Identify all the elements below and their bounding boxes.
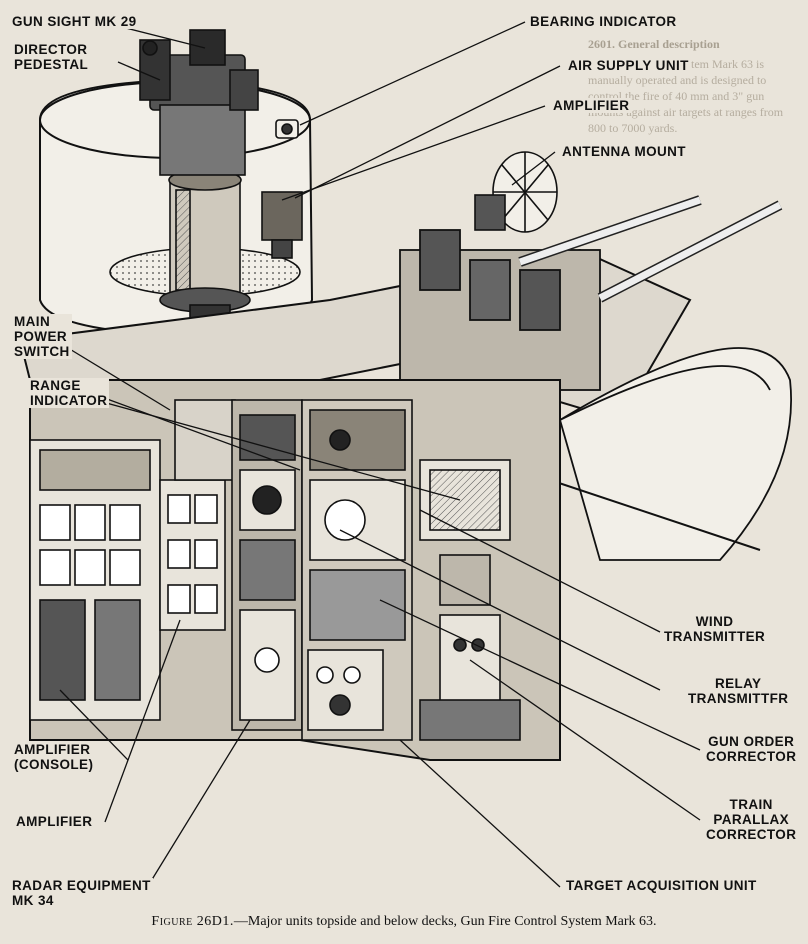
amplifier-console (29, 439, 161, 721)
label-range-indicator: RANGE INDICATOR (28, 378, 110, 408)
radar-equipment-rack (231, 399, 303, 731)
label-train-parallax-corrector: TRAIN PARALLAX CORRECTOR (704, 797, 799, 842)
label-director-pedestal: DIRECTOR PEDESTAL (12, 42, 91, 72)
electronics-stack (301, 399, 413, 741)
amplifier-panel (159, 399, 236, 631)
antenna-dish (474, 151, 558, 233)
label-amplifier-top: AMPLIFIER (551, 98, 632, 113)
label-relay-transmitter: RELAY TRANSMITTFR (686, 676, 791, 706)
gun-sight (139, 29, 259, 176)
background-text: 2601. General description Gun Fire Contr… (588, 36, 788, 136)
label-gun-sight: GUN SIGHT MK 29 (10, 14, 139, 29)
label-radar-equipment: RADAR EQUIPMENT MK 34 (10, 878, 153, 908)
caption-text: —Major units topside and below decks, Gu… (233, 914, 657, 929)
gun-mount (399, 195, 792, 561)
label-air-supply-unit: AIR SUPPLY UNIT (566, 58, 691, 73)
label-main-power-switch: MAIN POWER SWITCH (12, 314, 72, 359)
label-amplifier-low: AMPLIFIER (14, 814, 95, 829)
background-heading: 2601. General description (588, 37, 720, 51)
label-bearing-indicator: BEARING INDICATOR (528, 14, 679, 29)
leader-lines (59, 21, 701, 888)
label-target-acquisition-unit: TARGET ACQUISITION UNIT (564, 878, 759, 893)
label-antenna-mount: ANTENNA MOUNT (560, 144, 688, 159)
caption-figure-number: Figure 26D1. (151, 914, 234, 929)
label-gun-order-corrector: GUN ORDER CORRECTOR (704, 734, 799, 764)
label-amplifier-console: AMPLIFIER (CONSOLE) (12, 742, 96, 772)
figure-caption: Figure 26D1.—Major units topside and bel… (0, 914, 808, 930)
label-wind-transmitter: WIND TRANSMITTER (662, 614, 768, 644)
